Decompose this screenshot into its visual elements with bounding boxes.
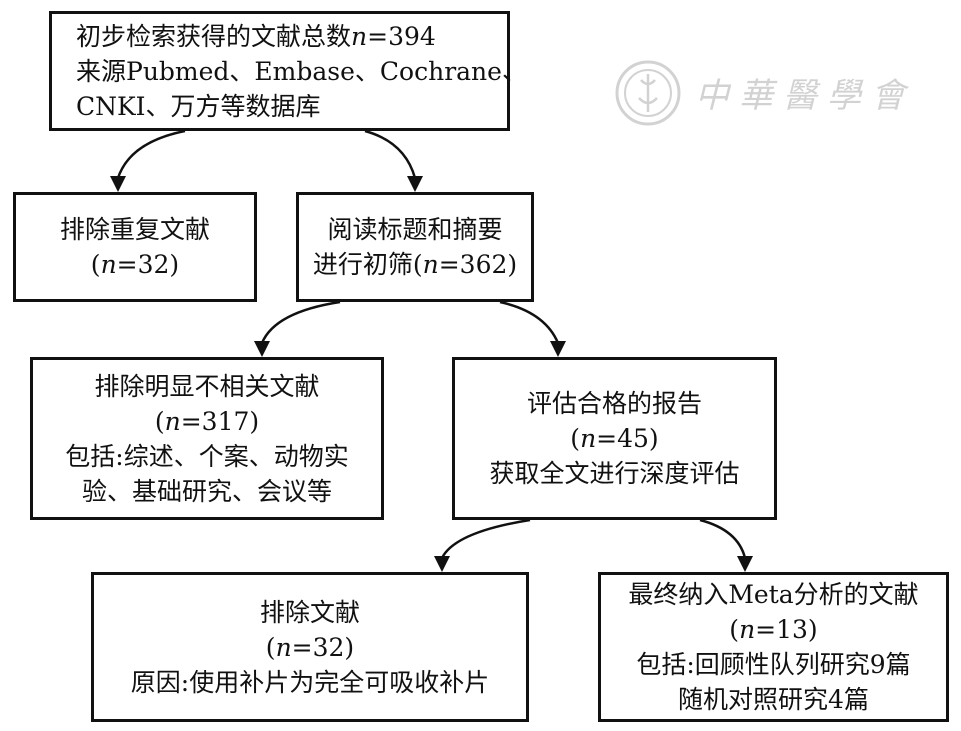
screening-title: 阅读标题和摘要 bbox=[327, 215, 503, 244]
irrelevant-detail-1: 包括:综述、个案、动物实 bbox=[65, 441, 349, 471]
arrowhead-included bbox=[737, 556, 753, 572]
search-line-3: CNKI、万方等数据库 bbox=[76, 91, 321, 121]
paren-open: ( bbox=[90, 250, 101, 279]
society-seal-icon bbox=[615, 60, 681, 126]
duplicates-title: 排除重复文献 bbox=[59, 215, 210, 244]
n-symbol: n bbox=[275, 632, 292, 662]
included-title: 最终纳入Meta分析的文献 bbox=[628, 580, 919, 609]
eligible-value: =45) bbox=[596, 424, 659, 453]
eligible-count: (n=45) bbox=[570, 421, 658, 456]
n-symbol: n bbox=[422, 250, 439, 279]
arrow-eligible-to-included bbox=[699, 518, 747, 559]
paren-open: ( bbox=[729, 615, 740, 644]
screening-label: 进行初筛( bbox=[312, 250, 423, 279]
arrowhead-duplicates bbox=[110, 176, 126, 192]
paren-open: ( bbox=[265, 632, 276, 662]
paren-open: ( bbox=[570, 424, 581, 453]
arrowhead-irrelevant bbox=[254, 341, 270, 357]
excluded-count: (n=32) bbox=[266, 630, 354, 665]
n-symbol: n bbox=[580, 424, 597, 453]
n-symbol: n bbox=[100, 250, 117, 279]
irrelevant-detail-2: 验、基础研究、会议等 bbox=[81, 476, 332, 506]
box-exclude-irrelevant: 排除明显不相关文献 (n=317) 包括:综述、个案、动物实 验、基础研究、会议… bbox=[30, 357, 384, 520]
eligible-detail: 获取全文进行深度评估 bbox=[489, 459, 740, 488]
arrow-screening-to-irrelevant bbox=[260, 300, 341, 344]
excluded-reason: 原因:使用补片为完全可吸收补片 bbox=[130, 667, 490, 697]
irrelevant-title: 排除明显不相关文献 bbox=[94, 371, 320, 401]
arrowhead-screening bbox=[407, 176, 423, 192]
duplicates-count: (n=32) bbox=[91, 247, 179, 282]
irrelevant-count: (n=317) bbox=[155, 404, 259, 439]
box-title-abstract-screening: 阅读标题和摘要 进行初筛(n=362) bbox=[296, 192, 534, 302]
arrow-search-to-duplicates bbox=[116, 129, 186, 179]
arrow-search-to-screening bbox=[364, 129, 417, 179]
arrowhead-excluded bbox=[434, 556, 450, 572]
included-detail-2: 随机对照研究4篇 bbox=[678, 685, 869, 714]
included-count: (n=13) bbox=[729, 612, 817, 647]
search-line-1: 初步检索获得的文献总数n=394 bbox=[76, 19, 436, 54]
box-initial-search: 初步检索获得的文献总数n=394 来源Pubmed、Embase、Cochran… bbox=[49, 11, 527, 131]
search-total-label: 初步检索获得的文献总数 bbox=[76, 21, 352, 51]
included-detail-1: 包括:回顾性队列研究9篇 bbox=[636, 650, 911, 679]
search-total-value: =394 bbox=[367, 21, 436, 51]
box-final-included: 最终纳入Meta分析的文献 (n=13) 包括:回顾性队列研究9篇 随机对照研究… bbox=[598, 572, 949, 722]
box-eligible-reports: 评估合格的报告 (n=45) 获取全文进行深度评估 bbox=[452, 357, 777, 520]
watermark: 中華醫學會 bbox=[613, 58, 913, 128]
excluded-title: 排除文献 bbox=[259, 597, 360, 627]
arrow-screening-to-eligible bbox=[499, 300, 560, 344]
watermark-text: 中華醫學會 bbox=[695, 76, 915, 116]
screening-count: 进行初筛(n=362) bbox=[313, 247, 517, 282]
arrow-eligible-to-excluded bbox=[440, 518, 531, 559]
n-symbol: n bbox=[739, 615, 756, 644]
excluded-value: =32) bbox=[291, 632, 355, 662]
screening-value: =362) bbox=[438, 250, 518, 279]
box-exclude-full-text: 排除文献 (n=32) 原因:使用补片为完全可吸收补片 bbox=[91, 572, 529, 722]
box-exclude-duplicates: 排除重复文献 (n=32) bbox=[13, 192, 257, 302]
search-line-2: 来源Pubmed、Embase、Cochrane、 bbox=[76, 56, 527, 86]
eligible-title: 评估合格的报告 bbox=[526, 389, 702, 418]
n-symbol: n bbox=[164, 406, 181, 436]
included-value: =13) bbox=[755, 615, 818, 644]
n-symbol: n bbox=[351, 21, 368, 51]
duplicates-value: =32) bbox=[116, 250, 180, 279]
paren-open: ( bbox=[154, 406, 165, 436]
arrowhead-eligible bbox=[550, 341, 566, 357]
irrelevant-value: =317) bbox=[180, 406, 260, 436]
